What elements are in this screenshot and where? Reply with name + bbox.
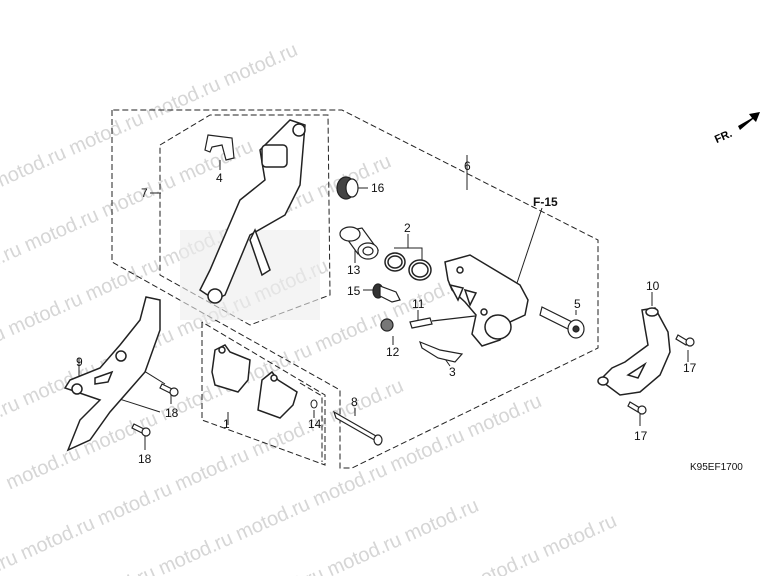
part-1-pads-drawing	[211, 344, 298, 419]
part-label-12[interactable]: 12	[386, 345, 400, 359]
part-label-17a[interactable]: 17	[683, 361, 697, 375]
part-label-6[interactable]: 6	[464, 159, 471, 173]
diagram-code: K95EF1700	[690, 462, 743, 473]
part-label-5[interactable]: 5	[574, 297, 581, 311]
part-17-bolts-drawing	[627, 334, 695, 415]
part-label-18a[interactable]: 18	[165, 406, 179, 420]
part-label-3[interactable]: 3	[449, 365, 456, 379]
part-6-caliper-body-drawing	[444, 254, 529, 347]
part-2-seals-drawing	[384, 252, 432, 281]
part-label-11[interactable]: 11	[412, 297, 425, 311]
part-label-17b[interactable]: 17	[634, 429, 648, 443]
part-15-pin-drawing	[372, 283, 401, 303]
part-8-pad-pin-drawing	[332, 410, 383, 446]
part-11-12-bleeder-drawing	[380, 315, 476, 332]
part-label-9[interactable]: 9	[76, 355, 83, 369]
part-7-caliper-bracket-drawing	[180, 119, 320, 320]
part-label-14[interactable]: 14	[308, 417, 322, 431]
part-label-10[interactable]: 10	[646, 279, 660, 293]
part-label-4[interactable]: 4	[216, 171, 223, 185]
part-5-pin-drawing	[539, 306, 585, 339]
front-direction-arrow-icon	[738, 112, 760, 130]
part-label-7[interactable]: 7	[141, 186, 148, 200]
part-label-2[interactable]: 2	[404, 221, 411, 235]
part-label-13[interactable]: 13	[347, 263, 361, 277]
part-16-boot-drawing	[336, 176, 359, 200]
part-label-18b[interactable]: 18	[138, 452, 152, 466]
part-9-disc-guard-drawing	[63, 296, 161, 452]
watermark-layer: motod.ru motod.ru motod.ru motod.ru moto…	[0, 39, 620, 576]
part-13-piston-drawing	[339, 226, 380, 260]
part-label-15[interactable]: 15	[347, 284, 361, 298]
part-3-spring-drawing	[419, 340, 464, 363]
part-label-8[interactable]: 8	[351, 395, 358, 409]
part-label-16[interactable]: 16	[371, 181, 385, 195]
part-10-guard-drawing	[597, 307, 671, 396]
part-4-retainer-clip-drawing	[204, 134, 235, 161]
part-14-plug-drawing	[310, 399, 318, 409]
reference-label-f15[interactable]: F-15	[533, 195, 558, 209]
part-label-1[interactable]: 1	[223, 417, 230, 431]
part-18-bolts-drawing	[131, 383, 179, 437]
